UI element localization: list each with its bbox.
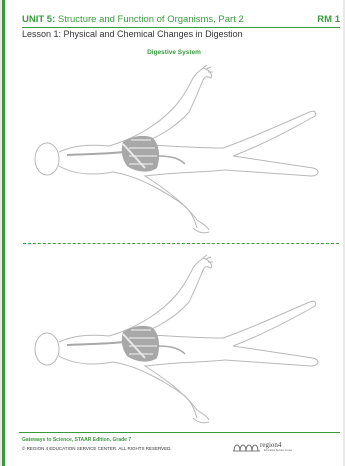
logo-text: region4 — [260, 441, 281, 449]
footer-rule — [19, 432, 340, 433]
resource-id: RM 1 — [317, 14, 340, 25]
figure-title: Digestive System — [5, 49, 343, 56]
logo-subtext: Education Service Center — [264, 449, 292, 452]
unit-title: UNIT 5: Structure and Function of Organi… — [22, 14, 340, 25]
lesson-title: Lesson 1: Physical and Chemical Changes … — [22, 29, 243, 40]
digestive-organs-icon — [67, 136, 185, 172]
unit-label: UNIT 5: — [22, 14, 55, 25]
body-outline-figure-bottom — [27, 250, 327, 428]
section-divider — [23, 243, 339, 244]
unit-name: Structure and Function of Organisms, Par… — [55, 14, 244, 25]
logo-mark-icon — [233, 441, 261, 453]
body-outline-figure-top — [27, 60, 327, 238]
copyright-notice: © REGION 4 EDUCATION SERVICE CENTER. ALL… — [22, 446, 172, 451]
header-rule — [22, 27, 340, 28]
book-title: Gateways to Science, STAAR Edition, Grad… — [22, 437, 131, 443]
region4-logo: region4 Education Service Center — [233, 440, 293, 454]
digestive-organs-icon — [67, 326, 185, 362]
